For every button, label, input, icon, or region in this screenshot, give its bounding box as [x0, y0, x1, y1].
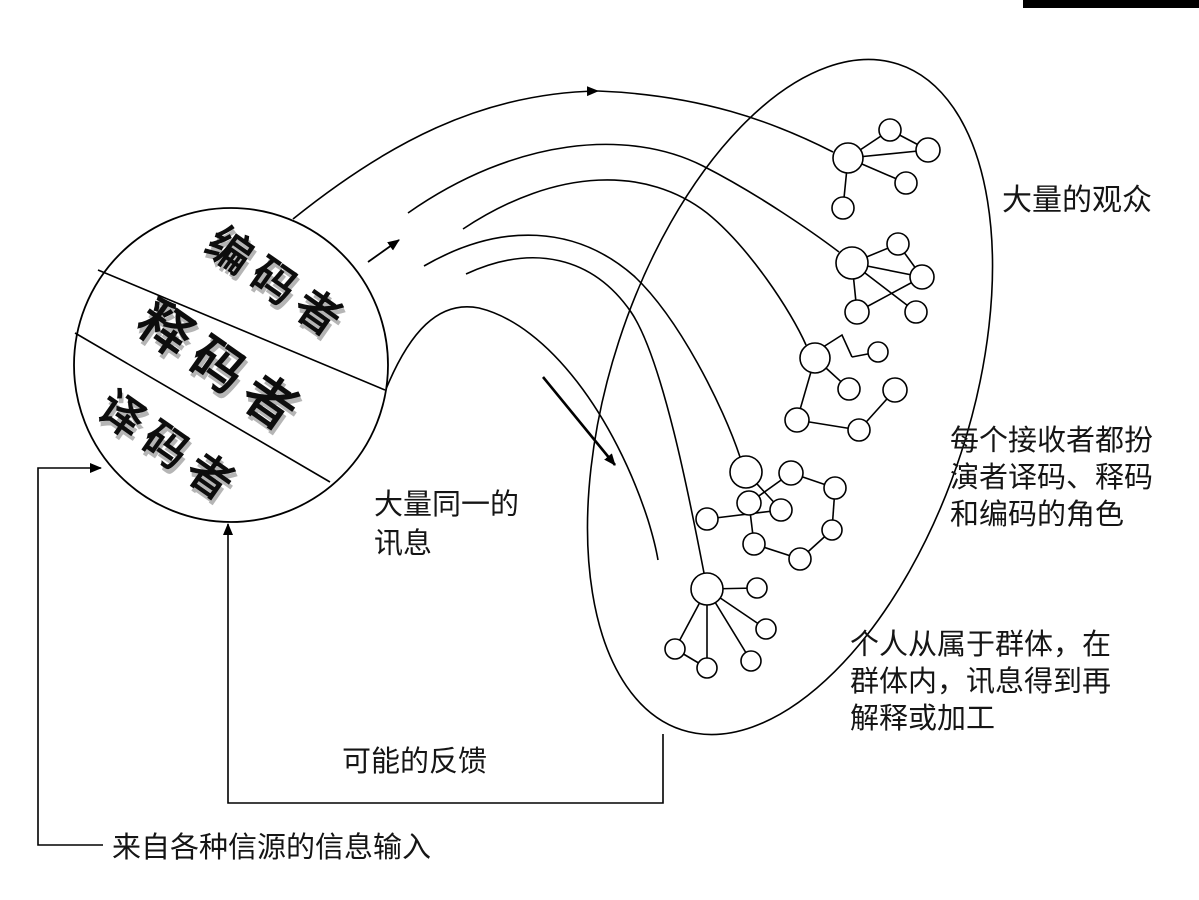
input-from-sources-label: 来自各种信源的信息输入 — [112, 832, 432, 864]
group-reinterpretation-label: 个人从属于群体，在 群体内，讯息得到再 解释或加工 — [850, 629, 1112, 735]
message-line-4 — [423, 234, 741, 458]
identical-messages-label: 大量同一的 讯息 — [374, 489, 520, 560]
mass-audience-label: 大量的观众 — [1002, 184, 1152, 217]
cluster-hub-node — [832, 142, 864, 174]
sender-circle-outline — [73, 207, 389, 523]
sender-circle — [73, 207, 389, 523]
receiver-clusters — [664, 118, 941, 679]
message-flow-arrow-icon — [541, 376, 617, 466]
message-line-1 — [597, 90, 834, 153]
cluster-hub-node — [799, 342, 831, 374]
cluster-hub-node — [729, 455, 763, 489]
cluster-hub-node — [690, 572, 724, 606]
feedback-path-arrow — [223, 523, 664, 804]
message-tube — [292, 86, 840, 574]
audience-ellipse — [586, 58, 994, 736]
message-line-3 — [462, 179, 807, 346]
neck-arrow-icon — [367, 239, 400, 263]
receiver-cluster-1 — [831, 118, 941, 220]
receiver-cluster-5 — [664, 572, 777, 679]
tube-upper-boundary-arrow — [292, 86, 599, 220]
tube-lower-boundary — [383, 306, 659, 561]
possible-feedback-label: 可能的反馈 — [342, 746, 488, 778]
cluster-hub-node — [835, 246, 869, 280]
top-right-bar — [1023, 0, 1199, 8]
band-divider-2 — [74, 332, 331, 483]
message-line-5 — [465, 257, 705, 574]
receiver-cluster-2 — [835, 232, 935, 325]
receiver-cluster-4 — [695, 455, 847, 571]
receiver-roles-label: 每个接收者都扮 演者译码、释码 和编码的角色 — [950, 425, 1154, 531]
band-divider-1 — [97, 269, 386, 391]
message-line-2 — [407, 143, 840, 253]
receiver-cluster-3 — [784, 333, 908, 442]
input-path-arrow — [37, 463, 103, 846]
